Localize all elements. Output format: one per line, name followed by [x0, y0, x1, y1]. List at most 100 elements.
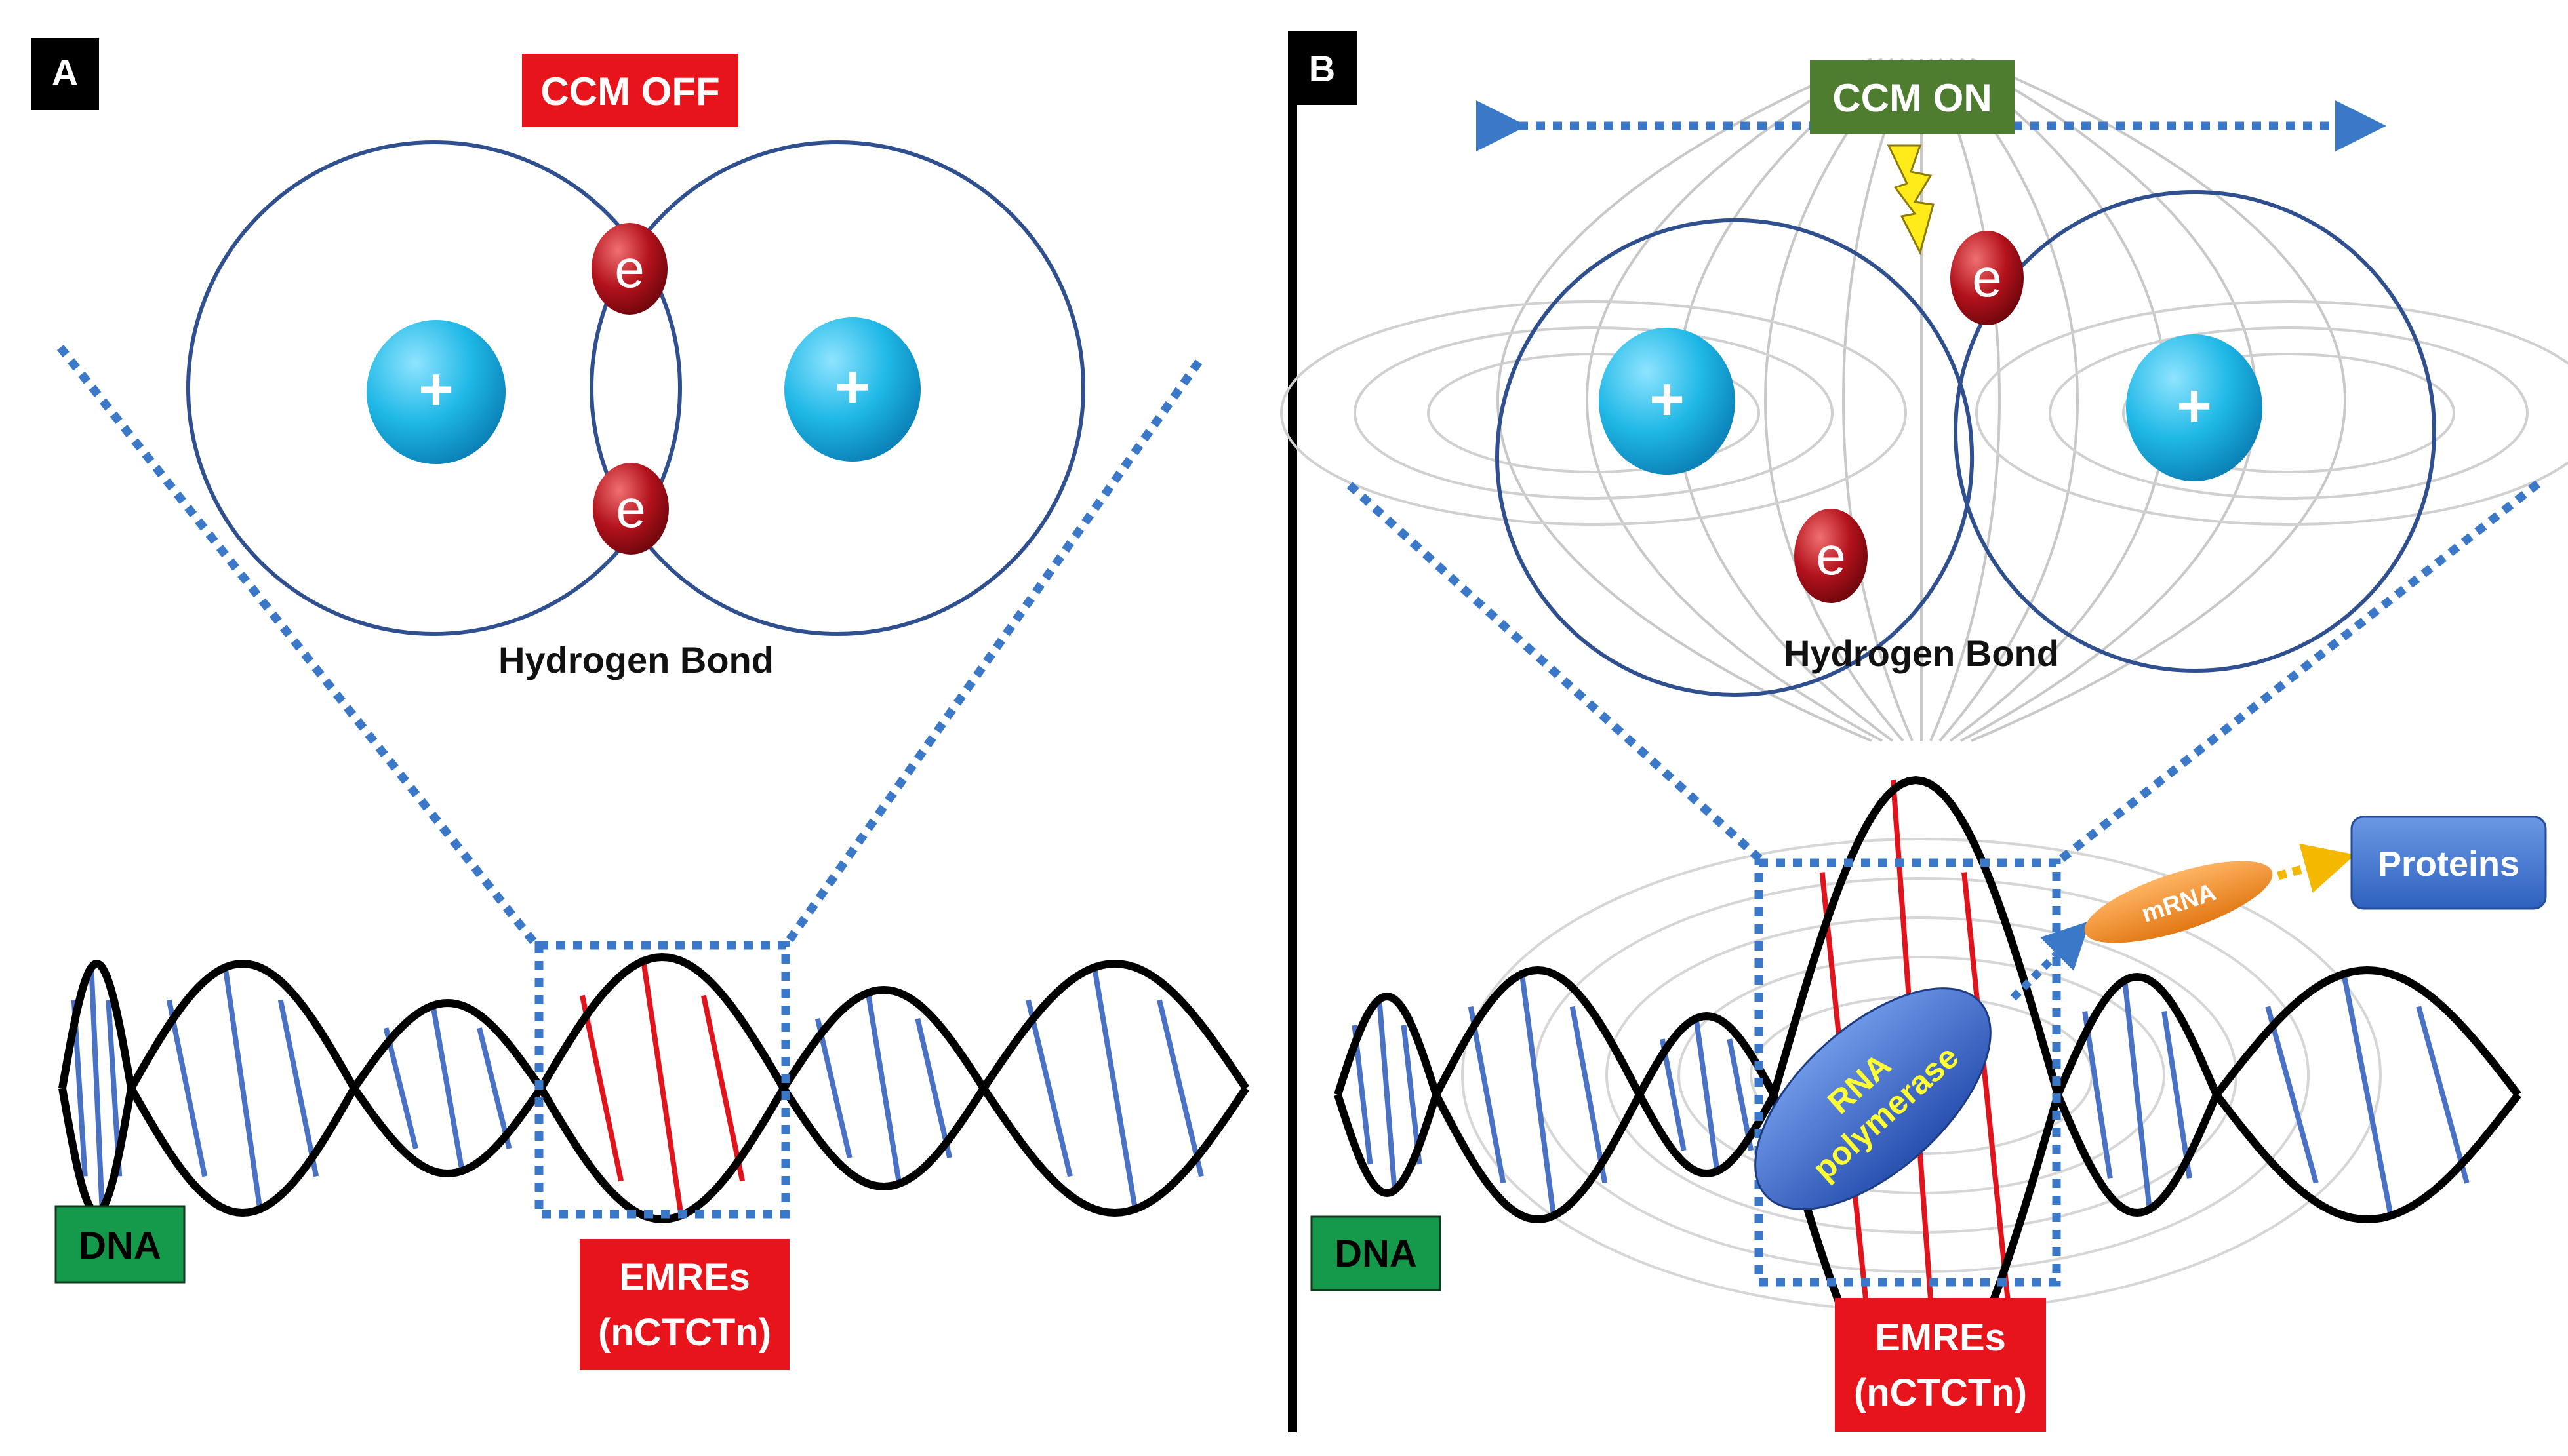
base-pair [2161, 1011, 2192, 1179]
svg-text:+: + [835, 353, 870, 420]
svg-text:e: e [616, 479, 646, 539]
atom-orbit-left-b [1495, 218, 1975, 669]
emre-base-pair [1961, 872, 2013, 1318]
emre-label-b-line2: (nCTCTn) [1854, 1371, 2027, 1414]
base-pair [166, 999, 208, 1177]
rna-polymerase: RNA polymerase [1754, 987, 1992, 1210]
electron-bottom: e [593, 463, 669, 555]
nucleus-right: + [784, 317, 921, 462]
nucleus-right-b: + [2126, 334, 2262, 481]
svg-text:e: e [614, 239, 645, 299]
base-pair [1659, 1038, 1687, 1151]
dna-helix-b [1334, 776, 2521, 1414]
field-line [1764, 58, 1904, 742]
panel-a-letter: A [52, 52, 78, 93]
field-line [1971, 58, 2346, 742]
dna-label-a: DNA [79, 1225, 161, 1267]
atom-orbit-right [590, 140, 1085, 636]
zoom-line-left-b [1346, 482, 1767, 866]
base-pair [915, 1018, 953, 1158]
panel-b-letter-box [1288, 31, 1357, 105]
nucleus-left-b: + [1599, 328, 1735, 475]
base-pair [2121, 976, 2153, 1213]
mrna-to-proteins-arrow [2277, 843, 2356, 893]
ccm-off-badge [522, 54, 738, 127]
base-pair [1026, 999, 1073, 1177]
ccm-on-badge [1810, 60, 2015, 134]
atom-orbit-left-b-gap [1622, 640, 1885, 697]
field-loop [1354, 326, 1834, 500]
emre-base-pair [579, 994, 624, 1182]
base-pair [2340, 970, 2394, 1220]
emre-label-a-line2: (nCTCTn) [598, 1311, 771, 1354]
ccm-off-label: CCM OFF [540, 69, 719, 113]
base-pair [1376, 996, 1397, 1194]
panel-b: B CCM ON + + e e Hydro [1280, 31, 2568, 1432]
base-pair [477, 1027, 512, 1149]
field-loop [1280, 300, 1907, 526]
panel-a-letter-box [31, 38, 99, 110]
panel-b-letter: B [1309, 48, 1335, 89]
base-pair [1091, 963, 1138, 1213]
electron-top: e [592, 223, 668, 315]
panel-a: A CCM OFF + + e e Hydrogen Bond [31, 38, 1249, 1370]
base-pair [383, 1027, 418, 1149]
base-pair [2082, 1011, 2113, 1179]
field-line [1929, 58, 2001, 741]
proteins-label: Proteins [2378, 844, 2519, 884]
base-pair [1693, 1015, 1720, 1174]
field-line [1938, 58, 2079, 742]
lightning-icon [1887, 144, 1935, 256]
electron-bottom-b: e [1794, 509, 1868, 603]
base-pair [865, 989, 902, 1187]
base-pair [1569, 1006, 1608, 1184]
field-line [1586, 58, 1883, 742]
base-pair [1157, 999, 1204, 1177]
emre-label-b-line1: EMREs [1875, 1316, 2006, 1359]
nucleus-left: + [367, 320, 506, 464]
field-loop [1975, 300, 2568, 526]
dna-badge-a [54, 1205, 186, 1284]
hydrogen-bond-label-b: Hydrogen Bond [1784, 633, 2059, 674]
emre-badge-a [580, 1239, 790, 1370]
dna-badge-b [1310, 1215, 1441, 1291]
atom-orbit-left [186, 140, 682, 636]
base-pair [277, 999, 319, 1177]
base-pair [1519, 970, 1557, 1220]
base-pair [814, 1018, 853, 1158]
mrna: mRNA [2084, 861, 2273, 943]
zoom-line-left [56, 344, 540, 949]
panel-divider [1288, 62, 1297, 1432]
ccm-on-label: CCM ON [1832, 76, 1992, 120]
svg-text:e: e [1816, 526, 1846, 586]
base-pair [1468, 1006, 1506, 1184]
base-pair [2416, 1006, 2470, 1184]
emre-box-a [534, 941, 790, 1219]
svg-text:+: + [418, 356, 454, 423]
emre-badge-b [1835, 1298, 2046, 1432]
svg-text:+: + [2177, 372, 2212, 439]
base-pair [1727, 1038, 1754, 1151]
base-pair [89, 963, 105, 1213]
field-loop [2049, 326, 2529, 500]
field-line [1496, 58, 1872, 742]
atom-orbit-right-b [1954, 190, 2436, 673]
emre-base-pair [640, 956, 685, 1220]
svg-text:+: + [1649, 366, 1685, 433]
base-pair [222, 963, 264, 1213]
dna-label-b: DNA [1334, 1232, 1417, 1275]
field-loop [2122, 353, 2455, 473]
hydrogen-bond-label: Hydrogen Bond [498, 639, 774, 680]
zoom-line-right-b [2053, 480, 2541, 867]
svg-text:e: e [1972, 248, 2002, 308]
electron-top-b: e [1950, 231, 2024, 325]
proteins-badge [2350, 816, 2547, 910]
emre-label-a-line1: EMREs [619, 1256, 750, 1299]
dna-helix-a [58, 953, 1249, 1224]
field-loop [1427, 353, 1760, 473]
base-pair [2265, 1006, 2319, 1184]
base-pair [430, 1002, 466, 1174]
em-field-lines [1280, 58, 2568, 1312]
emre-base-pair [700, 994, 746, 1182]
